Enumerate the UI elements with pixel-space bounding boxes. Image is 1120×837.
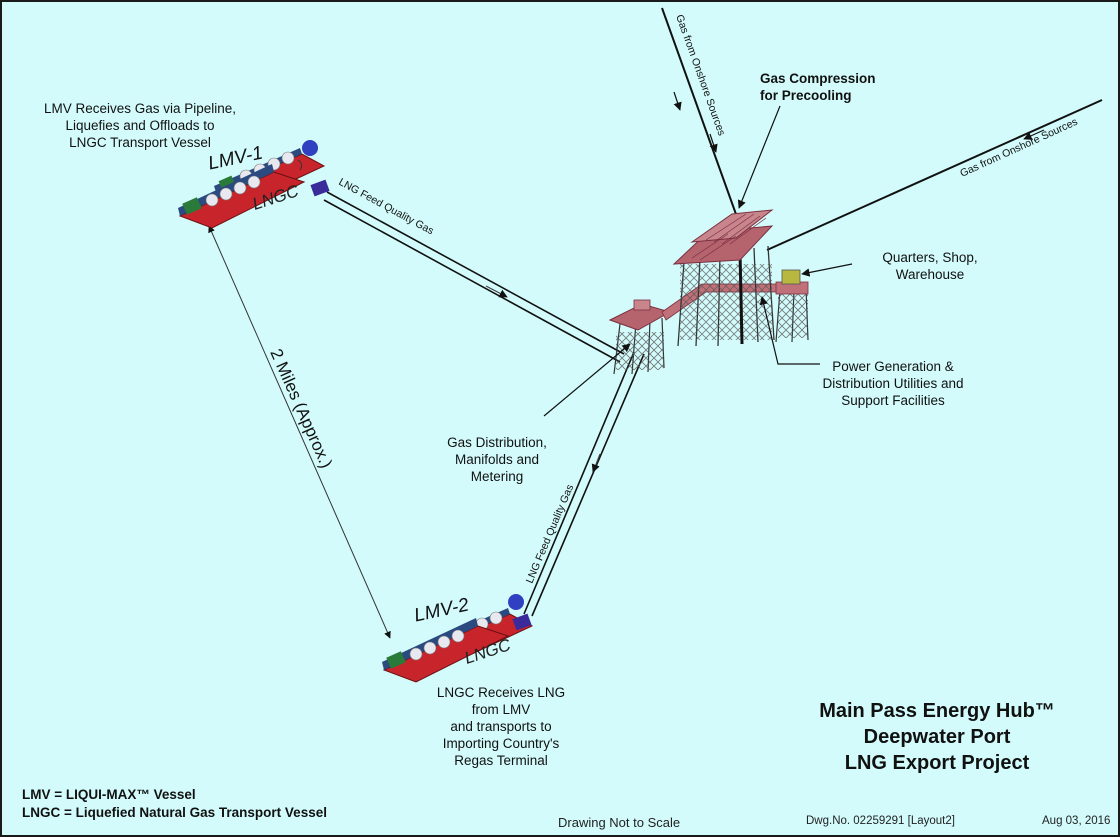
drawing-date: Aug 03, 2016 — [1042, 815, 1111, 827]
gas-compression-line-1: Gas Compression — [760, 71, 876, 86]
title-line-1: Main Pass Energy Hub™ — [819, 700, 1055, 722]
gas-compression-line-2: for Precooling — [760, 88, 852, 103]
gas-onshore-north-label: Gas from Onshore Sources — [673, 13, 727, 137]
drawing-number: Dwg.No. 02259291 [Layout2] — [806, 815, 955, 827]
feed-gas-label-1: LNG Feed Quality Gas — [337, 176, 436, 237]
gas-distribution-line-2: Manifolds and — [454, 452, 540, 467]
lmv-receives-label: LMV Receives Gas via Pipeline, Liquefies… — [20, 100, 260, 151]
lngc-receives-line-2: from LMV — [471, 702, 531, 717]
legend: LMV = LIQUI-MAX™ Vessel LNGC = Liquefied… — [22, 786, 327, 822]
gas-distribution-line-1: Gas Distribution, — [447, 435, 547, 450]
leader-arrows — [543, 105, 853, 417]
distance-line — [208, 225, 391, 639]
lmv-receives-line-3: LNGC Transport Vessel — [69, 135, 211, 150]
power-generation-line-2: Distribution Utilities and — [822, 376, 964, 391]
feed-pipeline-lmv1 — [323, 191, 625, 363]
lngc-receives-label: LNGC Receives LNG from LMV and transport… — [426, 684, 576, 769]
lmv-receives-line-2: Liquefies and Offloads to — [65, 118, 215, 133]
quarters-label: Quarters, Shop, Warehouse — [860, 249, 1000, 283]
feed-gas-label-2: LNG Feed Quality Gas — [524, 483, 577, 585]
onshore-pipeline-east — [766, 99, 1103, 251]
ship-group-1 — [178, 140, 330, 229]
gas-distribution-label: Gas Distribution, Manifolds and Metering — [432, 434, 562, 485]
lngc-receives-line-3: and transports to — [450, 719, 552, 734]
lngc-receives-line-1: LNGC Receives LNG — [436, 685, 566, 700]
quarters-building — [781, 269, 801, 285]
gas-distribution-line-3: Metering — [470, 469, 524, 484]
onshore-pipeline-north — [661, 7, 738, 218]
gas-onshore-east-label: Gas from Onshore Sources — [958, 116, 1079, 180]
power-generation-line-3: Support Facilities — [841, 393, 945, 408]
title-line-2: Deepwater Port — [863, 726, 1011, 748]
legend-lmv: LMV = LIQUI-MAX™ Vessel — [22, 787, 196, 802]
scale-note: Drawing Not to Scale — [558, 815, 681, 830]
distance-label: 2 Miles (Approx.) — [266, 346, 336, 471]
title-line-3: LNG Export Project — [844, 752, 1030, 774]
legend-lngc: LNGC = Liquefied Natural Gas Transport V… — [22, 805, 327, 820]
feed-pipeline-lmv2 — [523, 351, 645, 617]
project-title: Main Pass Energy Hub™ Deepwater Port LNG… — [802, 698, 1072, 776]
power-generation-line-1: Power Generation & — [832, 359, 954, 374]
lmv-receives-line-1: LMV Receives Gas via Pipeline, — [43, 101, 237, 116]
platform-complex — [608, 209, 809, 375]
ship-group-2 — [382, 594, 534, 683]
gas-compression-label: Gas Compression for Precooling — [760, 70, 876, 104]
lngc-receives-line-4: Importing Country's — [442, 736, 560, 751]
lngc-receives-line-5: Regas Terminal — [454, 753, 548, 768]
quarters-line-2: Warehouse — [895, 267, 965, 282]
power-generation-label: Power Generation & Distribution Utilitie… — [798, 358, 988, 409]
quarters-line-1: Quarters, Shop, — [882, 250, 978, 265]
